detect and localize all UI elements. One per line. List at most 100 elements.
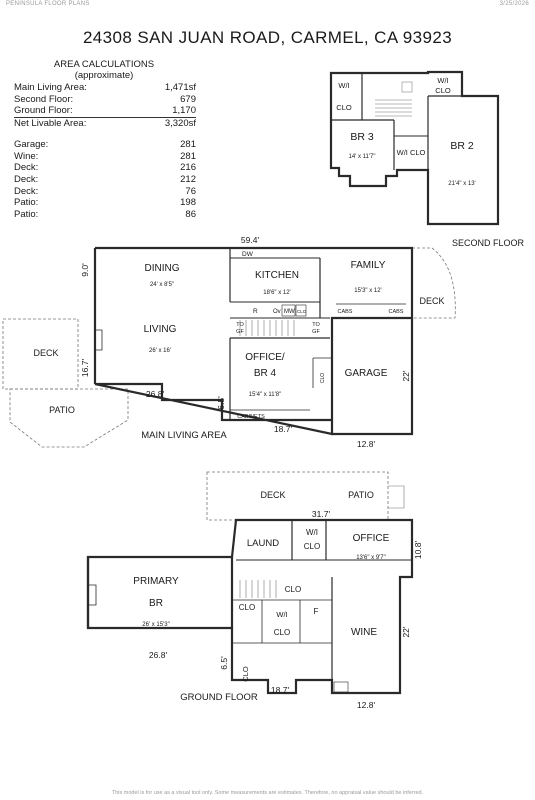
- ground-floor-label: GROUND FLOOR: [180, 692, 258, 703]
- area-row-label: Main Living Area:: [14, 82, 87, 93]
- area-row-label: Net Livable Area:: [14, 118, 87, 130]
- area-row-label: Deck:: [14, 162, 39, 174]
- property-address-title: 24308 SAN JUAN ROAD, CARMEL, CA 93923: [82, 28, 453, 47]
- area-row-label: Second Floor:: [14, 93, 74, 105]
- microwave-label: MW: [284, 309, 295, 315]
- area-row-value: 86: [185, 209, 196, 221]
- svg-text:GF: GF: [236, 329, 244, 335]
- oven-label: Ov: [273, 309, 281, 315]
- area-row-label: Garage:: [14, 138, 49, 150]
- area-row: Wine: 281: [14, 151, 196, 163]
- br2-wi-clo-mid: W/I CLO: [397, 148, 426, 157]
- area-row-value: 1,471sf: [164, 82, 196, 93]
- ground-dim-right: 10.8': [413, 541, 423, 560]
- main-dim-small-left: 6.5': [216, 396, 226, 410]
- company-name: PENINSULA FLOOR PLANS: [6, 1, 90, 7]
- ground-office-name: OFFICE: [353, 533, 390, 544]
- main-dim-left2: 16.7': [80, 359, 90, 378]
- area-row: Deck: 212: [14, 174, 196, 186]
- closet-label-2: CLO: [239, 603, 255, 612]
- kitchen-name: KITCHEN: [255, 270, 299, 281]
- area-row-label: Patio:: [14, 209, 39, 221]
- family-name: FAMILY: [351, 260, 386, 271]
- area-row: Second Floor:679: [14, 94, 196, 106]
- ground-wi-clo-2: CLO: [304, 542, 320, 551]
- area-row-label: Patio:: [14, 197, 39, 209]
- br2-wi-clo-label-1: W/I: [437, 76, 448, 85]
- main-living-area-label: MAIN LIVING AREA: [141, 430, 227, 441]
- ground-dim-top: 31.7': [312, 509, 331, 519]
- br2-wi-clo-label-2: CLO: [435, 86, 451, 95]
- main-dim-bottom-right: 12.8': [357, 439, 376, 449]
- to-ground-floor-2: TO: [312, 322, 320, 328]
- cabs-label-1: CABS: [338, 309, 353, 315]
- closet-label-4: CLO: [241, 666, 250, 682]
- date-stamp: 3/25/2026: [499, 1, 529, 7]
- area-row-value: 216: [180, 162, 196, 174]
- area-row: Main Living Area: 1,471sf: [14, 82, 196, 94]
- f-label: F: [314, 607, 319, 616]
- area-row: Deck: 76: [14, 186, 196, 198]
- dishwasher-label: DW: [242, 251, 254, 258]
- main-floor-plan: [2, 246, 456, 448]
- office-closet-label: CLO: [320, 373, 326, 383]
- area-row-value: 198: [180, 197, 196, 209]
- ground-wi-small: W/I: [276, 610, 287, 619]
- office-name: OFFICE/: [245, 352, 285, 363]
- area-row-value: 281: [180, 138, 196, 150]
- family-dimensions: 15'3" x 12': [354, 288, 381, 294]
- ground-dim-bottom-left: 26.8': [149, 650, 168, 660]
- main-dim-left: 9.0': [80, 263, 90, 277]
- area-row-label: Deck:: [14, 173, 39, 185]
- br3-wi-clo-label-1: W/I: [338, 81, 349, 90]
- closet-label-1: CLO: [285, 585, 301, 594]
- br2-dimensions: 21'4" x 13': [448, 181, 475, 187]
- area-row: Garage: 281: [14, 139, 196, 151]
- ground-dim-bottom-mid: 18.7': [271, 685, 290, 695]
- living-name: LIVING: [144, 324, 177, 335]
- kitchen-dimensions: 18'6" x 12': [263, 290, 290, 296]
- cabs-label-2: CABS: [389, 309, 404, 315]
- dining-dimensions: 24' x 8'5": [150, 282, 174, 288]
- living-dimensions: 26' x 16': [149, 348, 171, 354]
- closet-label-3: CLO: [274, 628, 290, 637]
- disclaimer-footer: This model is for use as a visual tool o…: [111, 790, 424, 796]
- area-row-label: Wine:: [14, 150, 39, 162]
- area-calculations-heading: AREA CALCULATIONS (approximate): [14, 59, 194, 81]
- area-row-value: 212: [180, 173, 196, 185]
- area-row-value: 76: [185, 185, 196, 197]
- garage-name: GARAGE: [345, 368, 388, 379]
- main-dim-top: 59.4': [241, 235, 260, 245]
- area-row-label: Deck:: [14, 185, 39, 197]
- ground-floor-plan: [86, 471, 414, 695]
- main-dim-bottom-left: 26.8': [146, 389, 165, 399]
- ground-patio-label: PATIO: [348, 490, 374, 500]
- primary-name-2: BR: [149, 598, 163, 609]
- second-floor-plan: [329, 70, 500, 226]
- ground-dim-small-left: 6.5': [219, 656, 229, 670]
- garage-dim-right: 22': [401, 370, 411, 381]
- patio-label: PATIO: [49, 405, 75, 415]
- area-row-value: 281: [180, 150, 196, 162]
- area-row-label: Ground Floor:: [14, 105, 73, 117]
- second-floor-label: SECOND FLOOR: [452, 238, 525, 248]
- wine-name: WINE: [351, 627, 377, 638]
- laundry-label: LAUND: [247, 538, 279, 549]
- refrigerator-label: R: [253, 308, 258, 315]
- br3-wi-clo-label-2: CLO: [336, 103, 352, 112]
- area-calculations-title: AREA CALCULATIONS: [53, 59, 155, 70]
- svg-text:GF: GF: [312, 329, 320, 335]
- dining-name: DINING: [145, 263, 180, 274]
- br2-name: BR 2: [450, 140, 474, 152]
- ground-office-dimensions: 13'6" x 9'7": [356, 555, 386, 561]
- deck-right-label: DECK: [419, 296, 444, 306]
- cabinets-label: CABINETS: [237, 414, 265, 420]
- office-name-2: BR 4: [254, 368, 277, 379]
- office-dimensions: 15'4" x 11'8": [249, 392, 281, 398]
- main-dim-bottom-mid: 18.7': [274, 424, 293, 434]
- area-row: Deck: 216: [14, 162, 196, 174]
- deck-left-label: DECK: [33, 348, 58, 358]
- ground-wi-clo-1: W/I: [306, 528, 318, 537]
- kitchen-closet-label: CLO: [297, 309, 307, 314]
